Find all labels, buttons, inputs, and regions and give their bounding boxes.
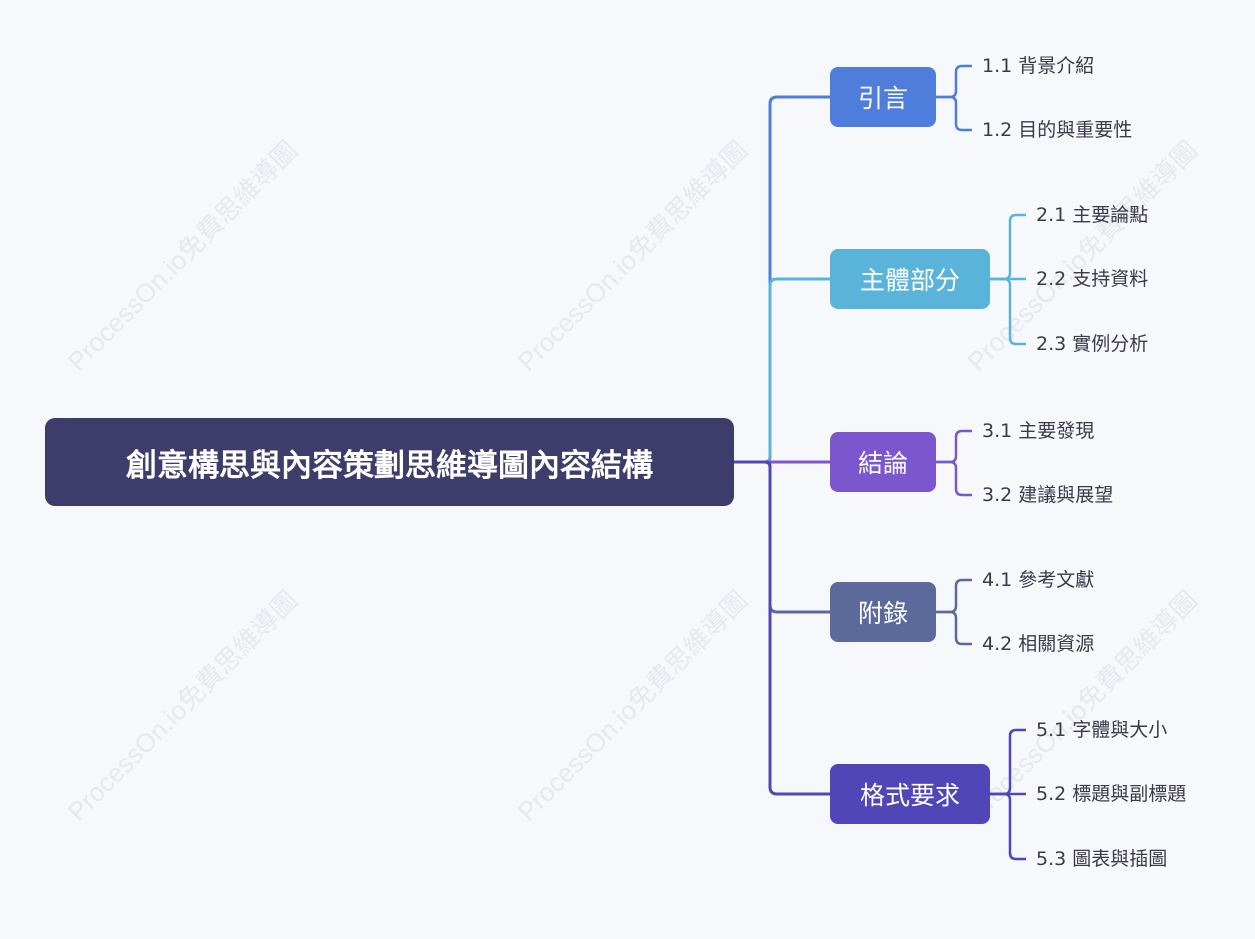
- leaf-node[interactable]: 5.3 圖表與插圖: [1036, 848, 1168, 870]
- root-title: 創意構思與內容策劃思維導圖內容結構: [126, 447, 653, 484]
- branch-label: 引言: [857, 84, 908, 113]
- leaf-node[interactable]: 1.2 目的與重要性: [982, 119, 1133, 141]
- leaf-node[interactable]: 3.2 建議與展望: [982, 484, 1114, 506]
- branch-node-format-requirements[interactable]: 格式要求: [830, 764, 990, 824]
- connector-root-branch-2: [734, 277, 830, 464]
- leaf-node[interactable]: 2.3 實例分析: [1036, 333, 1149, 355]
- connector-b3-leaf-2: [936, 460, 972, 497]
- leaf-node[interactable]: 4.2 相關資源: [982, 633, 1095, 655]
- connector-b4-leaf-2: [936, 610, 972, 646]
- branch-node-main-body[interactable]: 主體部分: [830, 249, 990, 309]
- branch-label: 附錄: [857, 599, 908, 628]
- connector-b1-leaf-2: [936, 95, 972, 132]
- connector-b2-leaf-3: [990, 277, 1026, 346]
- leaf-node[interactable]: 4.1 參考文獻: [982, 569, 1095, 591]
- connector-root-branch-5: [734, 460, 830, 796]
- root-node[interactable]: 創意構思與內容策劃思維導圖內容結構: [45, 418, 734, 506]
- branch-label: 主體部分: [859, 266, 960, 295]
- leaf-node[interactable]: 3.1 主要發現: [982, 420, 1095, 442]
- connector-b4-leaf-1: [936, 578, 972, 614]
- branch-label: 格式要求: [859, 781, 960, 810]
- branch-label: 結論: [857, 449, 908, 478]
- connector-b2-leaf-1: [990, 213, 1026, 281]
- branch-node-introduction[interactable]: 引言: [830, 67, 936, 127]
- leaf-node[interactable]: 1.1 背景介紹: [982, 55, 1095, 77]
- connector-b5-leaf-1: [990, 728, 1026, 796]
- branch-node-conclusion[interactable]: 結論: [830, 432, 936, 492]
- leaf-node[interactable]: 2.2 支持資料: [1036, 268, 1149, 290]
- leaf-node[interactable]: 5.1 字體與大小: [1036, 719, 1168, 741]
- connector-b1-leaf-1: [936, 64, 972, 99]
- connector-root-branch-4: [734, 460, 830, 614]
- leaf-node[interactable]: 2.1 主要論點: [1036, 204, 1149, 226]
- connector-b3-leaf-1: [936, 429, 972, 464]
- connector-b5-leaf-3: [990, 792, 1026, 861]
- branch-node-appendix[interactable]: 附錄: [830, 582, 936, 642]
- leaf-node[interactable]: 5.2 標題與副標題: [1036, 783, 1187, 805]
